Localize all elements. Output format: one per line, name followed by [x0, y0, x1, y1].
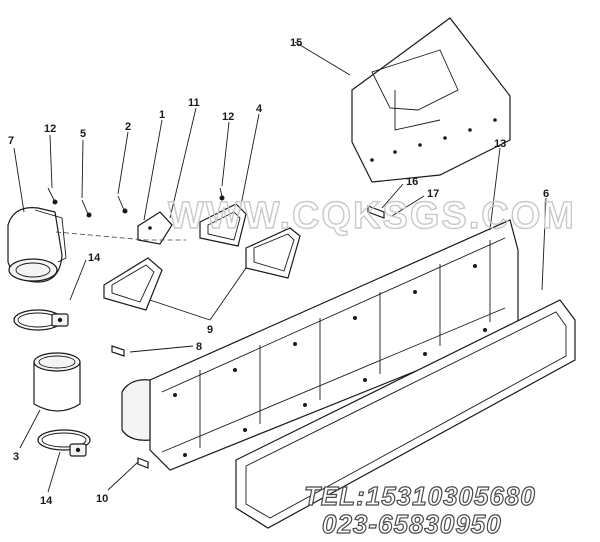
callout-14-lower: 14: [40, 495, 53, 507]
callout-2: 2: [125, 121, 131, 133]
callout-9: 9: [207, 324, 213, 336]
gasket-part-9-right: [245, 227, 301, 279]
contact-tel-text: TEL:15310305680: [304, 481, 536, 511]
heat-shield-part-15: [351, 17, 511, 183]
contact-phone-text: 023-65830950: [322, 509, 502, 539]
callout-11: 11: [188, 97, 200, 109]
callout-14-upper: 14: [88, 252, 101, 264]
flange-part-4: [199, 203, 247, 247]
callout-15: 15: [290, 37, 302, 49]
watermark-text: WWW.CQKSGS.COM: [168, 195, 576, 237]
callout-12-left: 12: [44, 123, 56, 135]
clamp-part-14-upper: [13, 309, 69, 331]
flange-part-1: [137, 211, 173, 245]
callout-12-right: 12: [222, 111, 234, 123]
sleeve-part-3: [33, 352, 81, 412]
callout-1: 1: [159, 109, 165, 121]
callout-3: 3: [13, 451, 19, 463]
clamp-part-14-lower: [37, 429, 91, 457]
leader-lines: [13, 41, 547, 493]
callout-17: 17: [427, 188, 439, 200]
exhaust-elbow-part-7: [7, 207, 67, 283]
callout-6: 6: [543, 188, 549, 200]
callout-16: 16: [406, 176, 418, 188]
callout-5: 5: [80, 128, 86, 140]
gasket-part-9-left: [103, 257, 163, 311]
manifold-gasket-part-6: [235, 299, 576, 529]
callout-7: 7: [8, 135, 14, 147]
callout-labels: 15 7 12 5 2 1 11 12 4 13 6 16 17 14 9 8 …: [8, 37, 549, 507]
callout-10: 10: [96, 493, 108, 505]
callout-13: 13: [494, 138, 506, 150]
callout-4: 4: [256, 103, 263, 115]
bolts-group: [47, 187, 385, 469]
callout-8: 8: [196, 341, 202, 353]
